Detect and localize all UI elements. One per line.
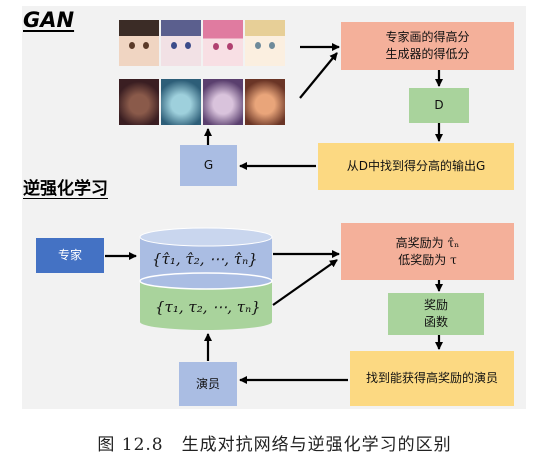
generated-anime-faces [119,79,285,125]
expert-box: 专家 [36,238,104,273]
generated-face-image [245,79,285,125]
generated-face-image [203,79,243,125]
generated-face-image [161,79,201,125]
actor-trajectories-label: {τ₁, τ₂, ⋯, τₙ} [155,298,261,316]
reward-function-box: 奖励 函数 [388,293,484,335]
anime-face-image [161,20,201,66]
figure-caption: 图 12.8 生成对抗网络与逆强化学习的区别 [97,435,452,455]
gan-expert-score-box: 专家画的得高分 生成器的得低分 [341,22,514,70]
gan-expert-line-1: 专家画的得高分 [385,30,470,44]
expert-trajectories-label: {τ̂₁, τ̂₂, ⋯, τ̂ₙ} [152,250,258,268]
irl-reward-box: 高奖励为 τ̂ₙ 低奖励为 τ [341,223,514,280]
real-anime-faces [119,20,285,66]
irl-find-actor-box: 找到能获得高奖励的演员 [350,351,514,406]
gan-find-g-box: 从D中找到得分高的输出G [318,143,514,190]
generated-face-image [119,79,159,125]
anime-face-image [203,20,243,66]
anime-face-image [245,20,285,66]
anime-face-image [119,20,159,66]
reward-function-line-2: 函数 [423,315,448,329]
high-reward-line: 高奖励为 τ̂ₙ [395,235,460,250]
discriminator-d-box: D [409,88,469,123]
actor-box: 演员 [179,362,237,406]
figure-panel [22,6,526,409]
gan-expert-line-2: 生成器的得低分 [385,47,470,61]
low-reward-line: 低奖励为 τ [398,252,457,267]
irl-section-title: 逆强化学习 [23,179,108,199]
reward-function-line-1: 奖励 [423,298,448,312]
generator-g-box: G [180,145,237,186]
gan-section-title: GAN [23,8,75,32]
